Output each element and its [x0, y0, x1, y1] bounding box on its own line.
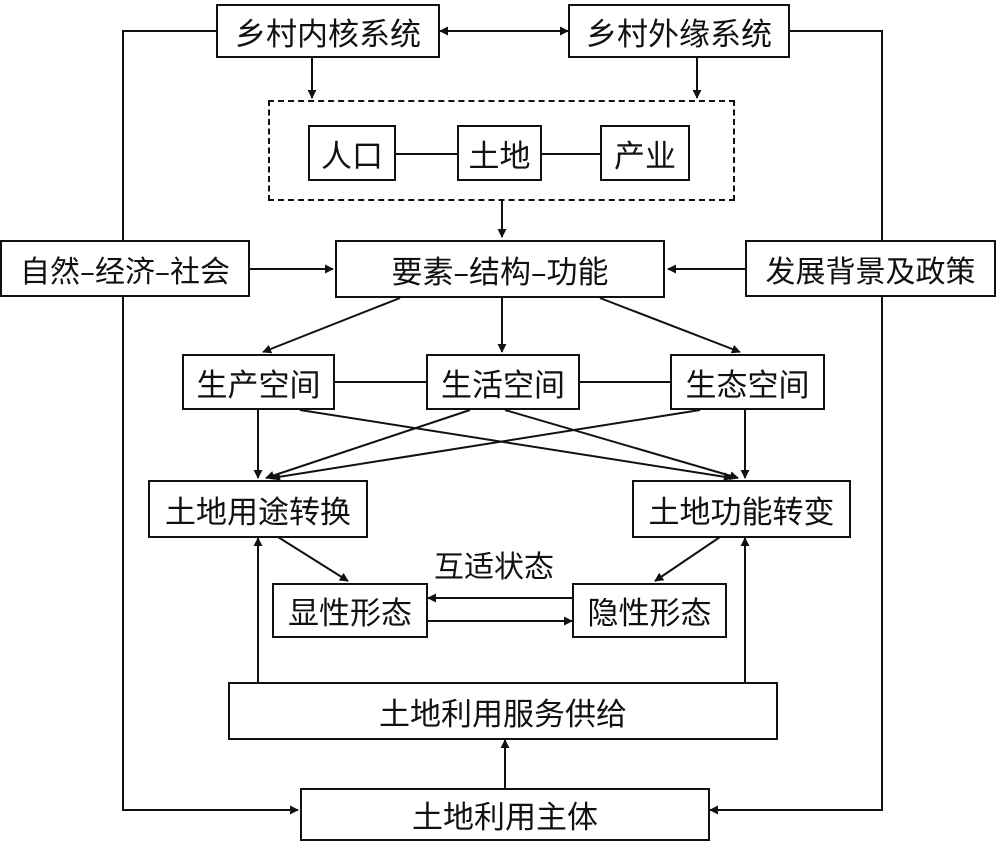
edge-ecological-to-conversion	[271, 409, 701, 482]
node-population: 人口	[308, 125, 396, 181]
node-rural-external-system: 乡村外缘系统	[568, 4, 790, 58]
node-implicit-form: 隐性形态	[572, 583, 727, 638]
edge-core-loop-to-subject	[122, 30, 299, 815]
node-nature-economy-society: 自然–经济–社会	[0, 240, 250, 297]
node-land-function-change: 土地功能转变	[632, 480, 851, 538]
edge-external-loop-to-subject	[709, 30, 883, 815]
edge-esf-to-production	[262, 297, 401, 354]
node-living-space: 生活空间	[426, 354, 580, 410]
edge-esf-to-ecological	[599, 297, 741, 354]
edge-living-to-conversion	[265, 409, 471, 480]
node-rural-core-system: 乡村内核系统	[216, 4, 440, 58]
node-land: 土地	[457, 125, 542, 181]
node-land-use-conversion: 土地用途转换	[148, 480, 368, 538]
edge-function-to-implicit	[654, 536, 721, 582]
edge-production-to-function	[299, 409, 733, 482]
node-explicit-form: 显性形态	[272, 583, 428, 638]
node-industry: 产业	[600, 125, 690, 181]
node-land-use-subject: 土地利用主体	[300, 788, 710, 841]
node-land-use-service-supply: 土地利用服务供给	[228, 682, 778, 740]
node-ecological-space: 生态空间	[670, 354, 825, 410]
edge-living-to-function	[504, 409, 739, 481]
elements-group-box	[268, 100, 735, 201]
node-production-space: 生产空间	[182, 354, 335, 410]
node-development-background-policy: 发展背景及政策	[745, 240, 996, 297]
label-mutual-adaptation: 互适状态	[434, 550, 554, 585]
node-element-structure-function: 要素–结构–功能	[335, 240, 665, 298]
edge-conversion-to-explicit	[277, 536, 349, 582]
